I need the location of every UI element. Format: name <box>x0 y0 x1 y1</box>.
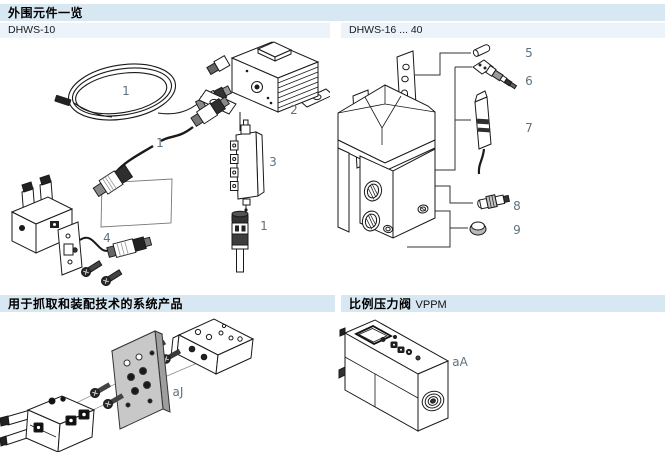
callout-number: 2 <box>290 103 298 117</box>
figure-dhws10-accessories <box>10 41 330 286</box>
sensor-plug <box>472 59 518 90</box>
callout-number: aJ <box>172 385 184 399</box>
blanking-cap <box>469 221 487 236</box>
controller-box <box>198 41 330 115</box>
vppm-title-code: VPPM <box>415 299 447 311</box>
dhws16-40-label: DHWS-16 ... 40 <box>349 24 423 36</box>
gripper-with-adapter <box>10 174 153 286</box>
gripper-body <box>337 50 436 239</box>
callout-number: 8 <box>513 199 521 213</box>
clamping-pin <box>472 44 491 57</box>
figure-dhws16-40-accessories <box>337 44 518 248</box>
slide-unit <box>170 318 255 375</box>
callout-lines <box>407 52 473 248</box>
plug-connector <box>231 210 249 273</box>
callout-number: 1 <box>260 219 268 233</box>
callout-number: aA <box>452 355 468 369</box>
callout-number: 6 <box>525 74 533 88</box>
callout-number: 4 <box>103 231 111 245</box>
sheet-outline <box>100 178 173 228</box>
subtitle-dhws16-40: DHWS-16 ... 40 <box>341 23 665 38</box>
mounting-screw <box>103 393 124 409</box>
sensor-cable <box>474 90 492 175</box>
subtitle-dhws10: DHWS-10 <box>0 23 330 38</box>
dhws10-label: DHWS-10 <box>8 24 56 36</box>
figure-system-products <box>0 318 255 452</box>
adapter-plate <box>110 330 171 430</box>
system-products-band: 用于抓取和装配技术的系统产品 <box>0 295 335 312</box>
callout-number: 9 <box>513 223 521 237</box>
callout-number: 1 <box>156 136 164 150</box>
figure-vppm-valve <box>338 319 450 432</box>
cable-end-tip <box>54 94 72 107</box>
callout-number: 1 <box>122 84 130 98</box>
vppm-valve <box>338 319 450 432</box>
system-products-title: 用于抓取和装配技术的系统产品 <box>8 297 184 311</box>
callout-number: 7 <box>525 121 533 135</box>
gripper <box>0 395 96 452</box>
callout-number: 3 <box>269 155 277 169</box>
push-in-fitting <box>477 194 510 210</box>
coiled-cable <box>67 63 201 121</box>
page-title-band: 外围元件一览 <box>0 4 665 21</box>
connecting-cable <box>92 96 230 198</box>
page-title: 外围元件一览 <box>8 6 84 20</box>
mounting-screw <box>90 382 111 398</box>
vppm-title-cn: 比例压力阀 <box>349 297 412 311</box>
callout-number: 5 <box>525 46 533 60</box>
terminal-block <box>230 119 265 206</box>
